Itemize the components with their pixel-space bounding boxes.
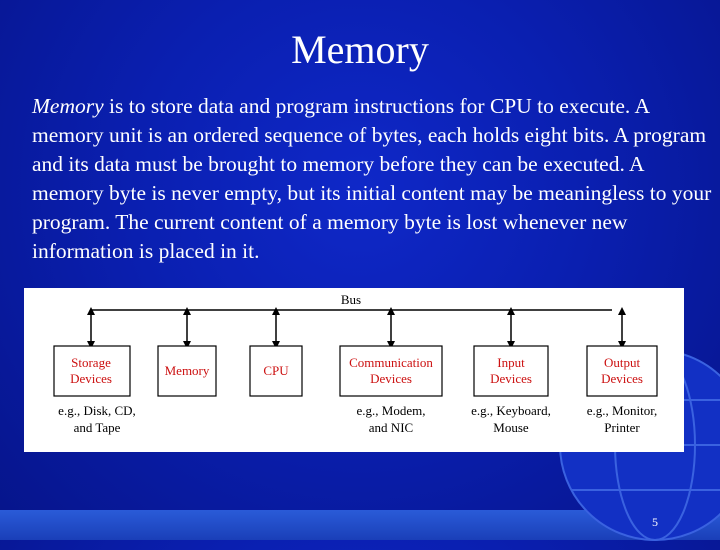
input-devices-box	[473, 345, 549, 397]
page-number: 5	[652, 515, 658, 529]
input-devices-label: Input	[497, 355, 525, 370]
input-devices-label: Devices	[490, 371, 532, 386]
bus-label: Bus	[341, 292, 361, 307]
output-devices-caption: e.g., Monitor,	[587, 403, 658, 418]
input-devices-caption: e.g., Keyboard,	[471, 403, 551, 418]
communication-devices-label: Devices	[370, 371, 412, 386]
cpu-label: CPU	[263, 363, 289, 378]
output-devices-label: Output	[604, 355, 641, 370]
memory-box	[157, 345, 217, 397]
output-devices-caption: Printer	[604, 420, 640, 435]
output-devices-box	[586, 345, 658, 397]
storage-devices-caption: e.g., Disk, CD,	[58, 403, 136, 418]
input-devices-caption: Mouse	[493, 420, 529, 435]
body-emphasis: Memory	[32, 94, 104, 118]
cpu-box	[249, 345, 303, 397]
storage-devices-caption: and Tape	[74, 420, 121, 435]
communication-devices-label: Communication	[349, 355, 433, 370]
slide-title: Memory	[291, 27, 429, 72]
storage-devices-box	[53, 345, 131, 397]
communication-devices-caption: and NIC	[369, 420, 413, 435]
output-devices-label: Devices	[601, 371, 643, 386]
storage-devices-label: Devices	[70, 371, 112, 386]
body-rest: is to store data and program instruction…	[32, 94, 712, 263]
body-paragraph: Memory is to store data and program inst…	[32, 92, 712, 266]
communication-devices-box	[339, 345, 443, 397]
memory-label: Memory	[165, 363, 210, 378]
storage-devices-label: Storage	[71, 355, 111, 370]
communication-devices-caption: e.g., Modem,	[357, 403, 426, 418]
